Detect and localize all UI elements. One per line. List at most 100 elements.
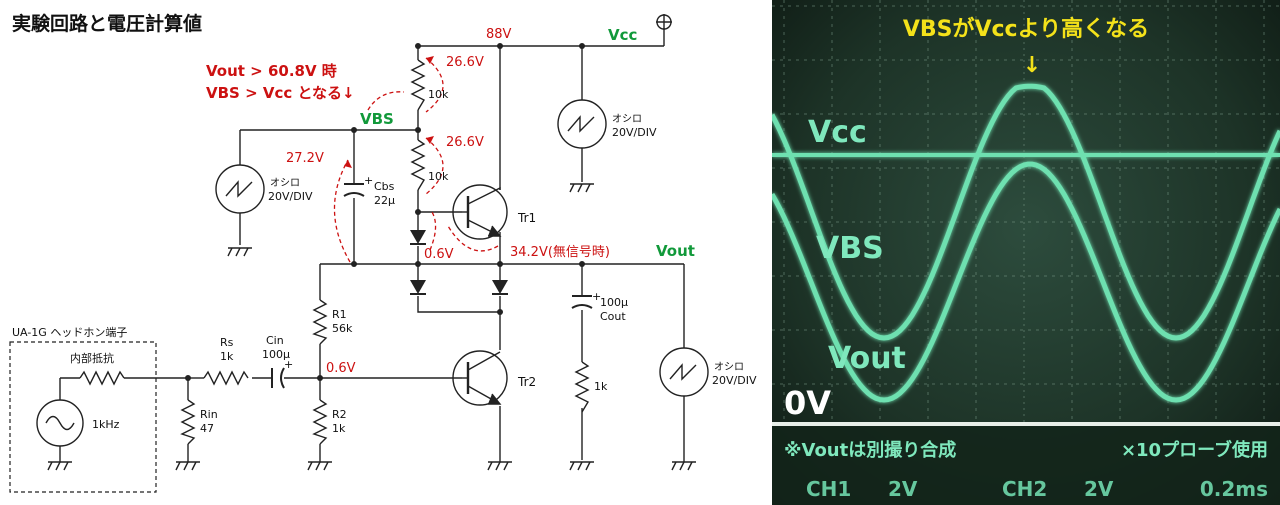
trace-label-vcc: Vcc [808, 115, 867, 150]
tr1-label: Tr1 [517, 211, 536, 225]
resistor-internal [79, 370, 125, 386]
signal-generator-box [9, 341, 157, 493]
ground-symbol [47, 461, 72, 471]
resistor-rs [203, 370, 249, 386]
trace-vbs-line [772, 83, 1280, 341]
ground-symbol [569, 461, 594, 471]
vout-label: Vout [656, 242, 695, 260]
rs-name: Rs [220, 336, 234, 349]
timebase-label: 0.2ms [1200, 477, 1268, 501]
ac-source-symbol [36, 399, 84, 447]
drop-arc-top [425, 57, 444, 113]
cin-plus-sign: + [284, 358, 293, 371]
resistor-10k-bottom [410, 139, 426, 191]
diode-drop-label: 0.6V [424, 247, 454, 262]
note-left: ※Voutは別撮り合成 [784, 439, 956, 461]
condition-line-1: Vout > 60.8V 時 [206, 62, 337, 80]
scope-annotation: VBSがVccより高くなる [903, 16, 1149, 42]
supply-voltage-label: 88V [486, 27, 512, 42]
oscilloscope-vcc-symbol [557, 99, 607, 149]
cbs-plus-sign: + [364, 174, 373, 187]
rload-value: 1k [594, 380, 608, 393]
diode-3 [492, 280, 508, 295]
ground-symbol [569, 183, 594, 193]
capacitor-cbs [343, 183, 365, 197]
base-voltage-label: 0.6V [326, 361, 356, 376]
rin-value: 47 [200, 422, 214, 435]
ch2-label: CH2 [1002, 477, 1047, 501]
output-bias-label: 34.2V(無信号時) [510, 245, 610, 260]
scope-vbs-scale: 20V/DIV [268, 190, 313, 203]
scope-vcc-scale: 20V/DIV [612, 126, 657, 139]
oscilloscope-vout-symbol [659, 347, 709, 397]
note-right: ×10プローブ使用 [1121, 439, 1268, 461]
cout-value: 100μ [600, 296, 628, 309]
zero-volt-label: 0V [784, 384, 831, 422]
rs-value: 1k [220, 350, 234, 363]
condition-line-2: VBS > Vcc となる↓ [206, 84, 355, 102]
resistor-top-value: 10k [428, 88, 449, 101]
trace-label-vout: Vout [828, 341, 906, 376]
r2-name: R2 [332, 408, 347, 421]
vbs-arrow-arc [367, 91, 405, 111]
scope-vbs-name: オシロ [270, 177, 300, 189]
ground-symbol [227, 247, 252, 257]
cbs-name: Cbs [374, 180, 395, 193]
ground-symbol [175, 461, 200, 471]
diode-1 [410, 230, 426, 245]
vbs-label: VBS [360, 110, 394, 128]
ground-symbol [307, 461, 332, 471]
ground-symbol [671, 461, 696, 471]
cout-name: Cout [600, 310, 626, 323]
transistor-tr1-symbol [452, 184, 508, 240]
resistor-r2 [312, 399, 328, 445]
drop-top-label: 26.6V [446, 55, 484, 70]
cap-voltage-label: 27.2V [286, 151, 324, 166]
cin-name: Cin [266, 334, 284, 347]
capacitor-cout [571, 295, 593, 309]
resistor-rin [180, 399, 196, 445]
trace-vout-line [772, 161, 1280, 403]
resistor-bottom-value: 10k [428, 170, 449, 183]
circuit-schematic: 実験回路と電圧計算値 Vout > 60.8V 時 VBS > Vcc となる↓… [9, 12, 757, 493]
scope-vout-scale: 20V/DIV [712, 374, 757, 387]
generator-frequency: 1kHz [92, 418, 120, 431]
vcc-label: Vcc [608, 26, 637, 44]
drop-arc-bottom [425, 137, 444, 195]
transistor-tr2-symbol [452, 350, 508, 406]
scope-graticule [772, 0, 1280, 422]
r1-name: R1 [332, 308, 347, 321]
scope-annotation-arrow: ↓ [1023, 53, 1041, 78]
junction-dots [185, 43, 585, 381]
r1-value: 56k [332, 322, 353, 335]
diode-2 [410, 280, 426, 295]
generator-box-label: UA-1G ヘッドホン端子 [12, 326, 127, 339]
cin-value: 100μ [262, 348, 290, 361]
diode-arc [429, 211, 437, 251]
resistor-load [574, 361, 590, 413]
cap-arc [333, 159, 351, 263]
tr2-label: Tr2 [517, 375, 536, 389]
diagram-title: 実験回路と電圧計算値 [12, 12, 202, 35]
cbs-value: 22μ [374, 194, 395, 207]
trace-label-vbs: VBS [816, 231, 884, 266]
drop-bottom-label: 26.6V [446, 135, 484, 150]
oscilloscope-screen: VBSがVccより高くなる ↓ Vcc VBS Vout 0V ※Voutは別撮… [772, 0, 1280, 505]
ch1-label: CH1 [806, 477, 851, 501]
resistor-r1 [312, 299, 328, 345]
oscilloscope-vbs-symbol [215, 164, 265, 214]
r2-value: 1k [332, 422, 346, 435]
ch2-scale: 2V [1084, 477, 1114, 501]
ground-symbol [487, 461, 512, 471]
scope-divider [772, 422, 1280, 426]
ch1-scale: 2V [888, 477, 918, 501]
rin-name: Rin [200, 408, 218, 421]
capacitor-cin [271, 367, 285, 389]
scope-vout-name: オシロ [714, 361, 744, 373]
scope-traces [772, 83, 1280, 403]
vcc-terminal-symbol [656, 14, 672, 30]
cout-plus-sign: + [592, 290, 601, 303]
internal-resistor-label: 内部抵抗 [70, 351, 114, 365]
resistor-10k-top [410, 59, 426, 111]
scope-vcc-name: オシロ [612, 113, 642, 125]
